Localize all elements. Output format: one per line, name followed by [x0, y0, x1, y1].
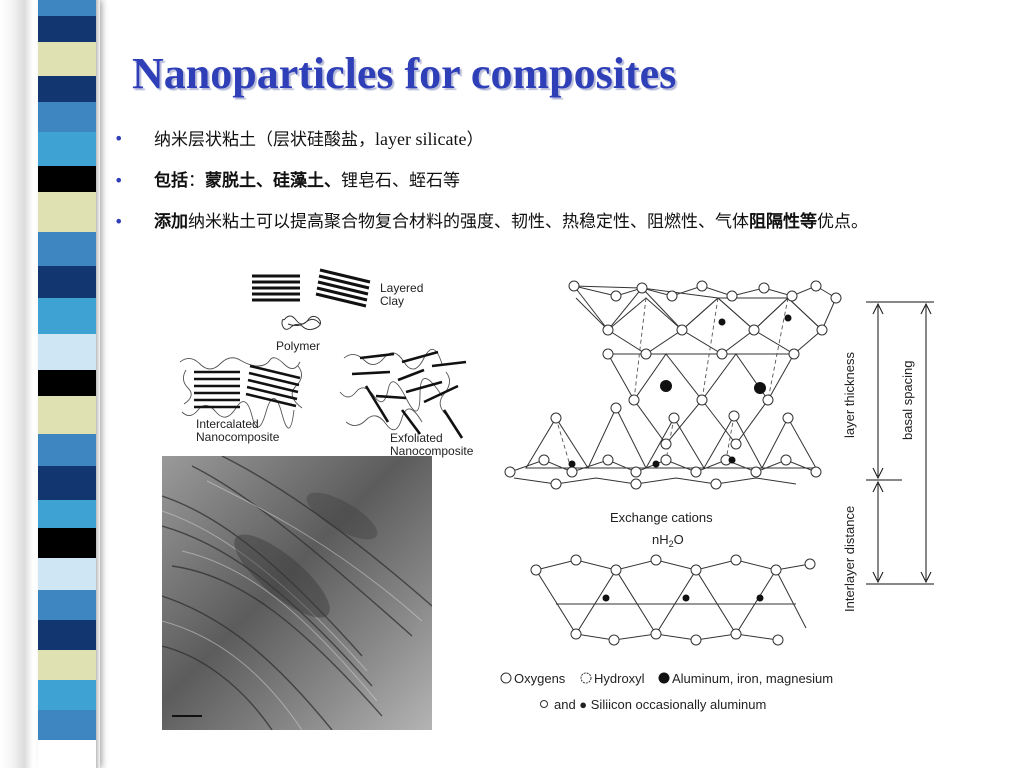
stripe-block [38, 132, 98, 166]
stripe-block [38, 558, 98, 590]
polymer-label: Polymer [276, 339, 320, 353]
bullet-dot-icon: • [114, 171, 124, 190]
bullet-segment: 添加 [154, 212, 188, 232]
aluminum-legend-icon [658, 672, 670, 684]
dimension-lines [866, 301, 934, 585]
legend-silicon: and ● Siliicon occasionally aluminum [554, 697, 766, 712]
exchange-cations-label: Exchange cations [610, 510, 713, 525]
bullet-item: • 添加纳米粘土可以提高聚合物复合材料的强度、韧性、热稳定性、阻燃性、气体阻隔性… [112, 207, 972, 237]
legend-oxygens: Oxygens [514, 671, 566, 686]
stripe-block [38, 590, 98, 620]
bullet-segment: 蒙脱土、硅藻土、 [205, 171, 341, 191]
basal-spacing-label: basal spacing [900, 361, 915, 441]
stripe-block [38, 76, 98, 102]
slide-title: Nanoparticles for composites [132, 49, 677, 98]
silicon-legend-icon [540, 700, 548, 708]
water-label: nH2O [652, 532, 684, 549]
polymer-coil [281, 315, 322, 331]
stripe-block [38, 16, 98, 42]
bullet-dot-icon: • [114, 212, 124, 231]
stripe-block [38, 500, 98, 528]
stripe-block [38, 710, 98, 740]
stripe-block [38, 166, 98, 192]
bullet-segment: ） [466, 130, 484, 150]
bullet-dot-icon: • [114, 129, 124, 148]
hydroxyl-legend-icon [580, 672, 592, 684]
stripe-block [38, 620, 98, 650]
interlayer-distance-label: Interlayer distance [842, 506, 857, 612]
structure-legend: Oxygens Hydroxyl Aluminum, iron, magnesi… [500, 671, 833, 712]
structure-svg: layer thickness basal spacing Interlayer… [500, 280, 934, 712]
bullet-list: • 纳米层状粘土（层状硅酸盐，layer silicate） • 包括：蒙脱土、… [112, 124, 972, 248]
legend-hydroxyl: Hydroxyl [594, 671, 645, 686]
stripe-block [38, 680, 98, 710]
legend-aluminum: Aluminum, iron, magnesium [672, 671, 833, 686]
stripe-block [38, 102, 98, 132]
bullet-segment: 优点。 [817, 212, 868, 232]
bottom-silicate-layer [535, 559, 811, 641]
bullet-text: 纳米层状粘土（层状硅酸盐，layer silicate） [154, 129, 484, 150]
exfoliated-nanocomposite [339, 349, 467, 439]
stripe-block [38, 370, 98, 396]
metal-atoms-top [568, 314, 792, 468]
stripe-block [38, 528, 98, 558]
stripe-block [38, 266, 98, 298]
bullet-item: • 纳米层状粘土（层状硅酸盐，layer silicate） [112, 124, 972, 155]
bullet-item: • 包括：蒙脱土、硅藻土、锂皂石、蛭石等 [112, 166, 972, 196]
stripe-block [38, 0, 98, 16]
metal-atoms-bottom [602, 594, 764, 602]
clay-structure-diagram: layer thickness basal spacing Interlayer… [496, 268, 938, 720]
decorative-stripe [38, 0, 98, 768]
bullet-segment: layer silicate [375, 129, 467, 149]
tem-micrograph [162, 456, 432, 730]
decorative-stripe-edge [96, 0, 100, 768]
bullet-segment: ： [188, 171, 205, 191]
bullet-text: 包括：蒙脱土、硅藻土、锂皂石、蛭石等 [154, 171, 460, 191]
stripe-block [38, 42, 98, 76]
bullet-segment: 纳米层状粘土（层状硅酸盐， [154, 130, 375, 150]
stripe-block [38, 650, 98, 680]
oxygen-atoms-top [504, 280, 842, 490]
bullet-segment: 包括 [154, 171, 188, 191]
stripe-block [38, 232, 98, 266]
oxygen-atoms-bottom [530, 554, 816, 646]
stripe-block [38, 298, 98, 334]
intercalated-nanocomposite [179, 357, 303, 429]
stripe-block [38, 396, 98, 434]
layer-thickness-label: layer thickness [842, 352, 857, 438]
stripe-block [38, 192, 98, 232]
stripe-block [38, 466, 98, 500]
stripe-block [38, 334, 98, 370]
oxygen-legend-icon [500, 672, 512, 684]
bullet-segment: 纳米粘土可以提高聚合物复合材料的强度、韧性、热稳定性、阻燃性、气体 [188, 212, 749, 232]
bullet-segment: 锂皂石、蛭石等 [341, 171, 460, 191]
stripe-block [38, 434, 98, 466]
layered-clay-stack [252, 268, 371, 308]
bullet-text: 添加纳米粘土可以提高聚合物复合材料的强度、韧性、热稳定性、阻燃性、气体阻隔性等优… [154, 212, 868, 232]
tem-image-svg [162, 456, 432, 730]
bullet-segment: 阻隔性等 [749, 212, 817, 232]
dashed-bonds [555, 297, 789, 473]
